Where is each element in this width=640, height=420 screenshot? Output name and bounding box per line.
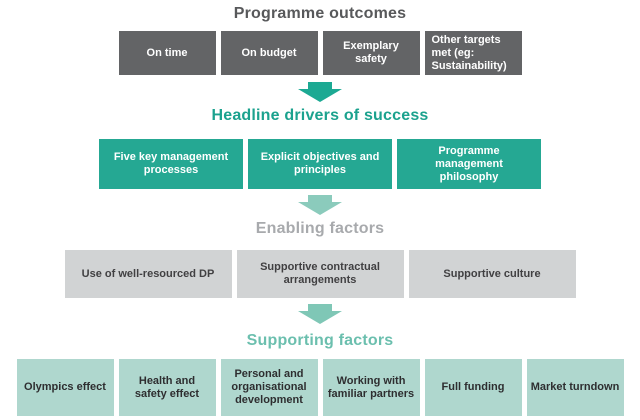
section-supporting-factors: Supporting factors Olympics effect Healt… (16, 331, 624, 416)
supporting-factors-row: Olympics effect Health and safety effect… (16, 359, 624, 416)
section-title-programme-outcomes: Programme outcomes (233, 5, 407, 22)
outcome-box-exemplary-safety: Exemplary safety (322, 31, 420, 75)
enabler-box-supportive-culture: Supportive culture (408, 250, 576, 298)
programme-outcomes-row: On time On budget Exemplary safety Other… (118, 31, 522, 75)
support-box-market-turndown: Market turndown (526, 359, 624, 416)
section-title-headline-drivers: Headline drivers of success (211, 107, 429, 124)
outcome-box-other-targets: Other targets met (eg: Sustainability) (424, 31, 522, 75)
section-enabling-factors: Enabling factors Use of well-resourced D… (64, 219, 576, 298)
headline-drivers-row: Five key management processes Explicit o… (99, 139, 541, 189)
section-title-supporting-factors: Supporting factors (246, 332, 394, 349)
enabler-box-contractual-arrangements: Supportive contractual arrangements (236, 250, 404, 298)
section-headline-drivers: Headline drivers of success Five key man… (99, 106, 541, 189)
support-box-olympics-effect: Olympics effect (16, 359, 114, 416)
support-box-familiar-partners: Working with familiar partners (322, 359, 420, 416)
support-box-health-safety: Health and safety effect (118, 359, 216, 416)
down-arrow-icon (298, 82, 342, 102)
support-box-full-funding: Full funding (424, 359, 522, 416)
driver-box-management-philosophy: Programme management philosophy (397, 139, 541, 189)
down-arrow-icon (298, 304, 342, 324)
enabling-factors-row: Use of well-resourced DP Supportive cont… (64, 250, 576, 298)
outcome-box-on-budget: On budget (220, 31, 318, 75)
down-arrow-icon (298, 195, 342, 215)
driver-box-objectives-principles: Explicit objectives and principles (248, 139, 392, 189)
support-box-personal-development: Personal and organisational development (220, 359, 318, 416)
enabler-box-well-resourced-dp: Use of well-resourced DP (64, 250, 232, 298)
outcome-box-on-time: On time (118, 31, 216, 75)
driver-box-management-processes: Five key management processes (99, 139, 243, 189)
section-title-enabling-factors: Enabling factors (255, 220, 385, 237)
section-programme-outcomes: Programme outcomes On time On budget Exe… (118, 4, 522, 75)
